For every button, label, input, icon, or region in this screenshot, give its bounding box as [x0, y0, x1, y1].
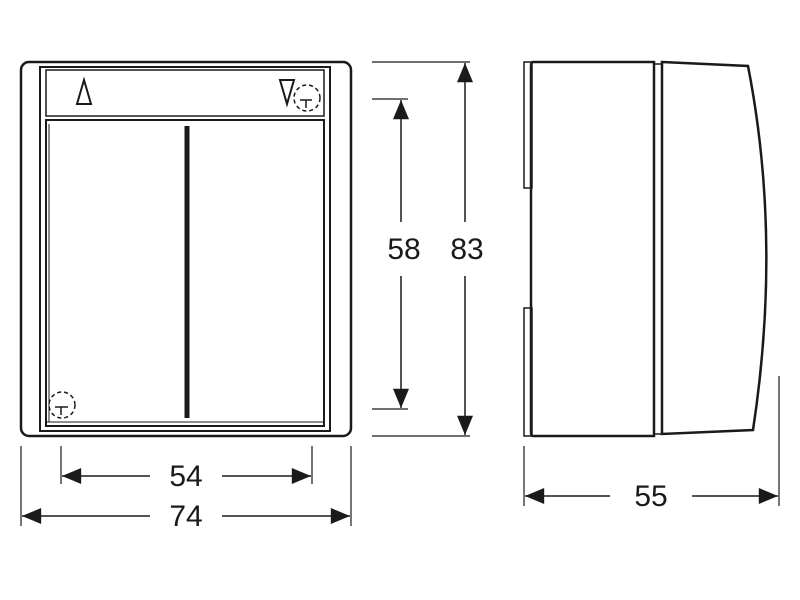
front-dimensions: 54 74 58 83: [20, 61, 484, 533]
lock-bottom-icon: [48, 391, 76, 419]
label-strip: [45, 69, 325, 117]
side-view: [523, 60, 768, 438]
housing-inner-frame: [39, 66, 331, 432]
housing-outer: [19, 60, 353, 438]
down-arrow-icon: [278, 79, 296, 108]
side-notch-top: [523, 61, 533, 189]
side-cover: [660, 60, 768, 436]
dim-label-depth: 55: [634, 480, 667, 513]
dim-label-inner-height: 58: [387, 233, 420, 266]
dim-label-outer-height: 83: [450, 233, 483, 266]
dim-label-inner-width: 54: [169, 460, 202, 493]
rocker-area: [45, 119, 325, 427]
lock-top-icon: [293, 84, 321, 112]
up-arrow-icon: [75, 76, 93, 105]
side-dimensions: 55: [523, 376, 780, 513]
front-view: [19, 60, 353, 438]
side-base: [529, 60, 656, 438]
dim-label-outer-width: 74: [169, 500, 202, 533]
side-notch-bottom: [523, 307, 533, 437]
